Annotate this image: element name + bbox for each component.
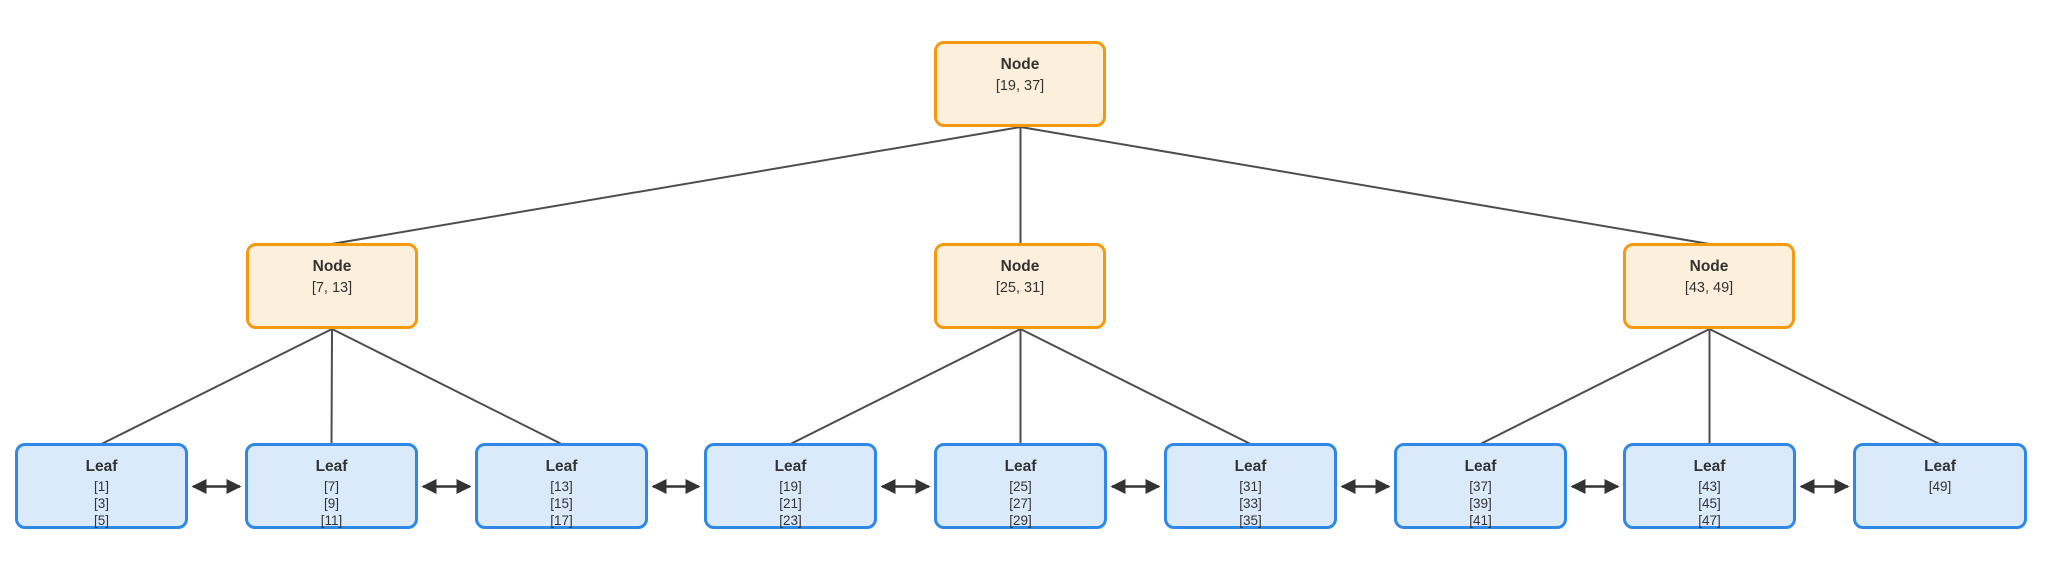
tree-edge — [790, 328, 1021, 445]
leaf-value: [41] — [1469, 513, 1492, 528]
node-label: Leaf — [315, 458, 348, 475]
tree-edge — [101, 328, 333, 445]
node-label: Leaf — [1234, 458, 1267, 475]
node-label: Leaf — [545, 458, 578, 475]
leaf-node: Leaf [49] — [1853, 443, 2027, 529]
leaf-value: [39] — [1469, 496, 1492, 511]
leaf-node: Leaf [31] [33] [35] — [1164, 443, 1337, 529]
leaf-value: [23] — [779, 513, 802, 528]
leaf-value: [13] — [550, 479, 573, 494]
leaf-value: [43] — [1698, 479, 1721, 494]
node-label: Node — [1689, 258, 1729, 275]
leaf-node: Leaf [1] [3] [5] — [15, 443, 188, 529]
node-label: Leaf — [1693, 458, 1726, 475]
tree-edge — [330, 328, 333, 445]
node-label: Leaf — [1004, 458, 1037, 475]
root-node: Node [19, 37] — [934, 41, 1106, 127]
tree-edge — [331, 328, 562, 445]
node-keys: [25, 31] — [995, 280, 1045, 296]
leaf-value: [3] — [93, 496, 109, 511]
leaf-value: [9] — [323, 496, 339, 511]
leaf-node: Leaf [37] [39] [41] — [1394, 443, 1567, 529]
leaf-node: Leaf [13] [15] [17] — [475, 443, 648, 529]
leaf-value: [25] — [1009, 479, 1032, 494]
node-label: Leaf — [1464, 458, 1497, 475]
node-keys: [19, 37] — [995, 78, 1045, 94]
node-keys: [43, 49] — [1684, 280, 1734, 296]
tree-edge — [1709, 328, 1940, 445]
node-label: Node — [312, 258, 352, 275]
node-label: Leaf — [774, 458, 807, 475]
leaf-value: [37] — [1469, 479, 1492, 494]
leaf-value: [33] — [1239, 496, 1262, 511]
node-label: Node — [1000, 258, 1040, 275]
leaf-value: [5] — [93, 513, 109, 528]
leaf-value: [45] — [1698, 496, 1721, 511]
node-label: Leaf — [85, 458, 118, 475]
internal-node: Node [25, 31] — [934, 243, 1106, 329]
leaf-value: [31] — [1239, 479, 1262, 494]
tree-edge — [1480, 328, 1710, 445]
leaf-value: [49] — [1928, 479, 1952, 494]
leaf-value: [29] — [1009, 513, 1032, 528]
leaf-value: [11] — [320, 513, 343, 528]
leaf-value: [15] — [550, 496, 573, 511]
leaf-node: Leaf [25] [27] [29] — [934, 443, 1107, 529]
leaf-value: [7] — [323, 479, 339, 494]
tree-edge — [1020, 328, 1251, 445]
leaf-node: Leaf [19] [21] [23] — [704, 443, 877, 529]
leaf-value: [21] — [779, 496, 802, 511]
node-label: Node — [1000, 56, 1040, 73]
leaf-value: [1] — [93, 479, 109, 494]
internal-node: Node [43, 49] — [1623, 243, 1795, 329]
node-label: Leaf — [1924, 458, 1956, 475]
internal-node: Node [7, 13] — [246, 243, 418, 329]
node-keys: [7, 13] — [311, 280, 353, 296]
tree-edge — [1020, 126, 1710, 245]
leaf-value: [47] — [1698, 513, 1721, 528]
leaf-node: Leaf [43] [45] [47] — [1623, 443, 1796, 529]
leaf-node: Leaf [7] [9] [11] — [245, 443, 418, 529]
leaf-value: [27] — [1009, 496, 1032, 511]
leaf-value: [17] — [550, 513, 573, 528]
tree-edge — [331, 126, 1021, 245]
leaf-value: [19] — [779, 479, 802, 494]
leaf-value: [35] — [1239, 513, 1262, 528]
